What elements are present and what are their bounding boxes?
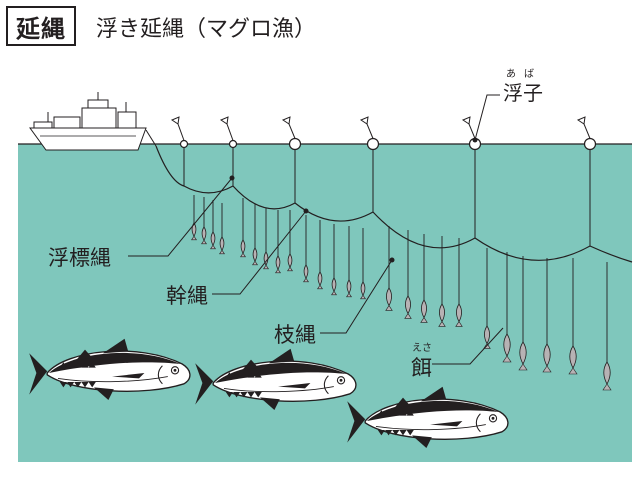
bait-fish-icon: [275, 255, 281, 274]
flag-buoy-icon: [359, 116, 380, 151]
float-ruby: あば: [506, 68, 542, 80]
lines-layer: [155, 144, 633, 362]
bait-fish-icon: [483, 325, 491, 349]
bait-fish-icon: [201, 226, 207, 245]
tuna-icon: [347, 386, 509, 448]
flag-buoy-icon: [170, 116, 189, 149]
bait-fish-icon: [360, 281, 366, 300]
bait-fish-icon: [287, 253, 293, 272]
sea-area: [18, 144, 632, 462]
float-label: 浮子: [503, 81, 543, 105]
header-badge: 延縄: [6, 6, 76, 46]
bait-fish-icon: [438, 303, 446, 327]
flag-buoy-icon: [576, 116, 597, 151]
bait-leader: [432, 327, 504, 365]
flag-buoy-icon: [281, 116, 302, 151]
bait-fish-icon: [602, 361, 612, 391]
bait-fish-icon: [404, 295, 412, 319]
bait-fish-icon: [219, 236, 225, 255]
bait-fish-icon: [568, 345, 578, 375]
bait-fish-icon: [455, 303, 463, 327]
bait-fish-icon: [385, 287, 393, 311]
float-line-leader: [128, 177, 233, 257]
float-leader: [474, 94, 500, 141]
tuna-icon: [195, 348, 357, 410]
bait-ruby: えさ: [412, 342, 432, 354]
bait-fish-icon: [420, 299, 428, 323]
branch-line-label: 枝縄: [274, 323, 316, 347]
fishing-boat-icon: [29, 92, 147, 151]
buoy-layer: [170, 116, 597, 151]
main-line: [155, 145, 633, 263]
float-line-label: 浮標縄: [48, 246, 111, 270]
bait-layer: [191, 222, 612, 391]
bait-fish-icon: [542, 343, 552, 373]
tuna-school: [29, 338, 509, 448]
branch-line-leader: [320, 259, 393, 334]
bait-fish-icon: [317, 271, 323, 290]
bait-fish-icon: [303, 264, 309, 283]
main-line-label: 幹縄: [166, 284, 208, 308]
bait-fish-icon: [240, 239, 246, 258]
bait-label: 餌: [411, 356, 432, 380]
bait-fish-icon: [502, 333, 512, 363]
flag-buoy-icon: [219, 116, 238, 149]
bait-fish-icon: [252, 247, 258, 266]
bait-fish-icon: [346, 279, 352, 298]
main-line-leader: [212, 210, 307, 295]
page-title: 浮き延縄（マグロ漁）: [96, 17, 317, 42]
tuna-icon: [29, 338, 191, 400]
bait-fish-icon: [210, 231, 216, 250]
bait-fish-icon: [331, 277, 337, 296]
bait-fish-icon: [518, 341, 528, 371]
